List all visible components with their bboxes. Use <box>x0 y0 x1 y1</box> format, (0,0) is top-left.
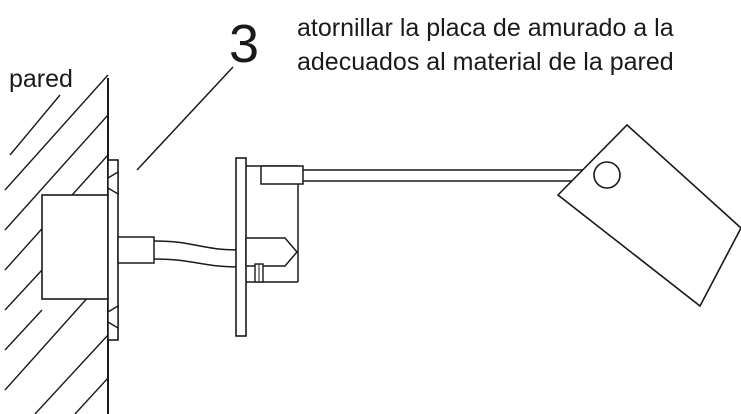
step-number: 3 <box>229 14 259 74</box>
arm-mount-block <box>260 165 304 185</box>
pivot-joint <box>593 161 621 189</box>
cable-sleeve <box>117 236 155 264</box>
luminaire-base-plate <box>235 157 247 337</box>
screw-heads <box>107 170 119 330</box>
wall-junction-box <box>41 194 109 300</box>
leader-line <box>136 66 234 171</box>
wall-label: pared <box>9 65 73 93</box>
wall-hatching <box>4 74 109 414</box>
instruction-line-2: adecuados al material de la pared <box>297 48 674 76</box>
spotlight-head <box>556 123 741 308</box>
instruction-line-1: atornillar la placa de amurado a la <box>297 14 674 42</box>
extension-arm <box>303 169 595 182</box>
power-cable <box>153 240 241 268</box>
cable-connector <box>245 237 298 267</box>
